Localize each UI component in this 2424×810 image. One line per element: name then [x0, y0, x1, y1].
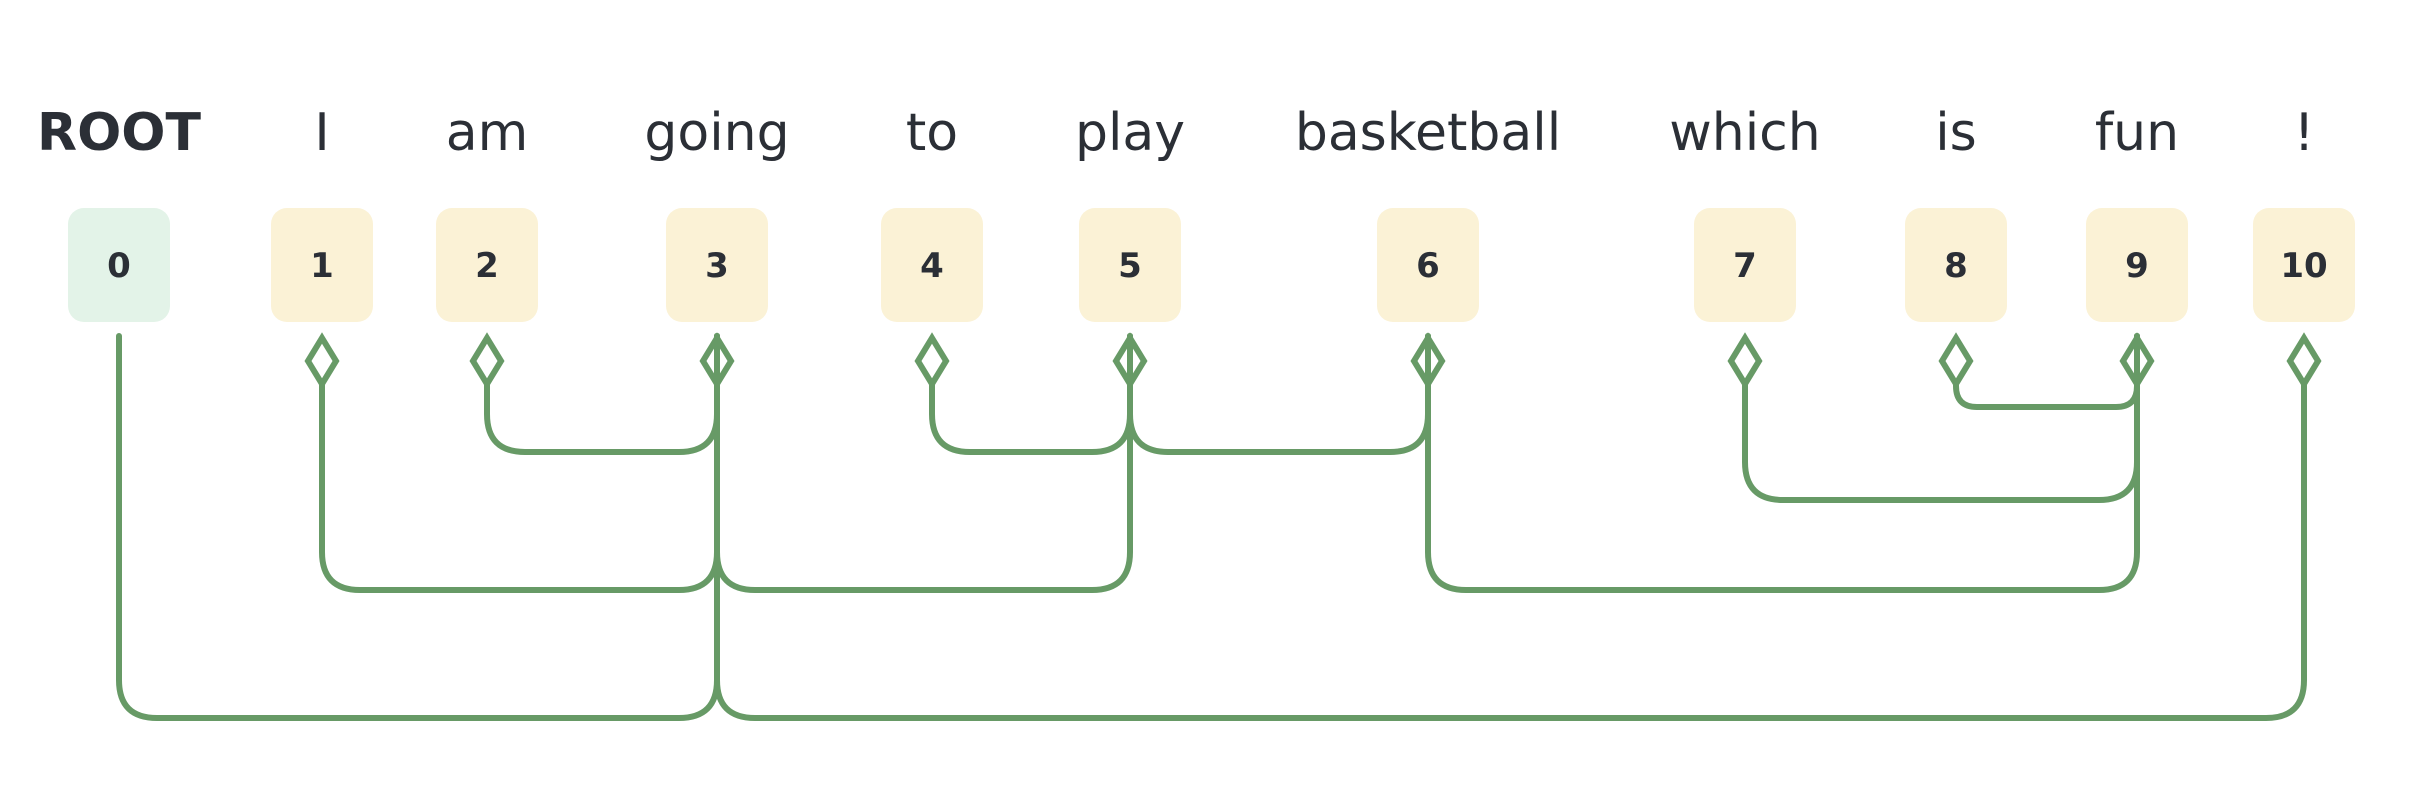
token-2: am 2: [436, 103, 538, 322]
arc-3-to-10: [714, 333, 2307, 721]
token-word: !: [2294, 103, 2315, 163]
token-5: play 5: [1075, 103, 1185, 322]
token-1: I1: [271, 103, 373, 322]
token-index-box: [666, 208, 768, 322]
arrowhead-10: [2286, 332, 2322, 390]
token-word: fun: [2095, 103, 2179, 163]
token-word: basketball: [1295, 103, 1561, 163]
token-index: 5: [1118, 246, 1142, 286]
arrowhead-4: [914, 332, 950, 390]
token-index-box: [1377, 208, 1479, 322]
token-word: is: [1935, 103, 1977, 163]
token-index: 7: [1733, 246, 1757, 286]
arrowhead-7: [1727, 332, 1763, 390]
token-row: ROOT0I1am2going3to4play5basketball6which…: [37, 103, 2355, 322]
token-word: which: [1669, 103, 1820, 163]
token-index: 6: [1416, 246, 1440, 286]
token-word: I: [314, 103, 329, 163]
token-word: ROOT: [37, 103, 201, 163]
token-word: to: [906, 103, 958, 163]
dependency-arcs: [116, 332, 2322, 721]
token-index: 4: [920, 246, 944, 286]
token-index-box: [271, 208, 373, 322]
token-index: 2: [475, 246, 499, 286]
token-index: 0: [107, 246, 131, 286]
token-index-box: [2253, 208, 2355, 322]
token-index: 3: [705, 246, 729, 286]
arc-0-to-3: [116, 333, 720, 721]
token-index: 1: [310, 246, 334, 286]
arrowhead-8: [1938, 332, 1974, 390]
token-6: basketball 6: [1295, 103, 1561, 322]
token-index: 9: [2125, 246, 2149, 286]
token-4: to 4: [881, 103, 983, 322]
token-index-box: [1694, 208, 1796, 322]
token-8: is 8: [1905, 103, 2007, 322]
token-3: going 3: [644, 103, 790, 322]
arrowhead-1: [304, 332, 340, 390]
token-7: which 7: [1669, 103, 1821, 322]
token-index-box: [68, 208, 170, 322]
token-word: am: [446, 103, 529, 163]
token-9: fun 9: [2086, 103, 2188, 322]
arc-6-to-9: [1425, 333, 2140, 593]
arc-3-to-2: [484, 333, 720, 455]
token-0: ROOT 0: [37, 103, 201, 322]
token-index: 10: [2280, 246, 2327, 286]
token-index-box: [1905, 208, 2007, 322]
token-word: going: [644, 103, 789, 163]
arc-9-to-8: [1953, 333, 2140, 410]
token-10: ! 10: [2253, 103, 2355, 322]
token-index-box: [1079, 208, 1181, 322]
arrowhead-2: [469, 332, 505, 390]
token-index-box: [436, 208, 538, 322]
arc-5-to-6: [1127, 333, 1431, 455]
token-index-box: [881, 208, 983, 322]
arc-5-to-4: [929, 333, 1133, 455]
token-word: play: [1075, 103, 1185, 163]
token-index-box: [2086, 208, 2188, 322]
token-index: 8: [1944, 246, 1968, 286]
arc-3-to-1: [319, 333, 720, 593]
